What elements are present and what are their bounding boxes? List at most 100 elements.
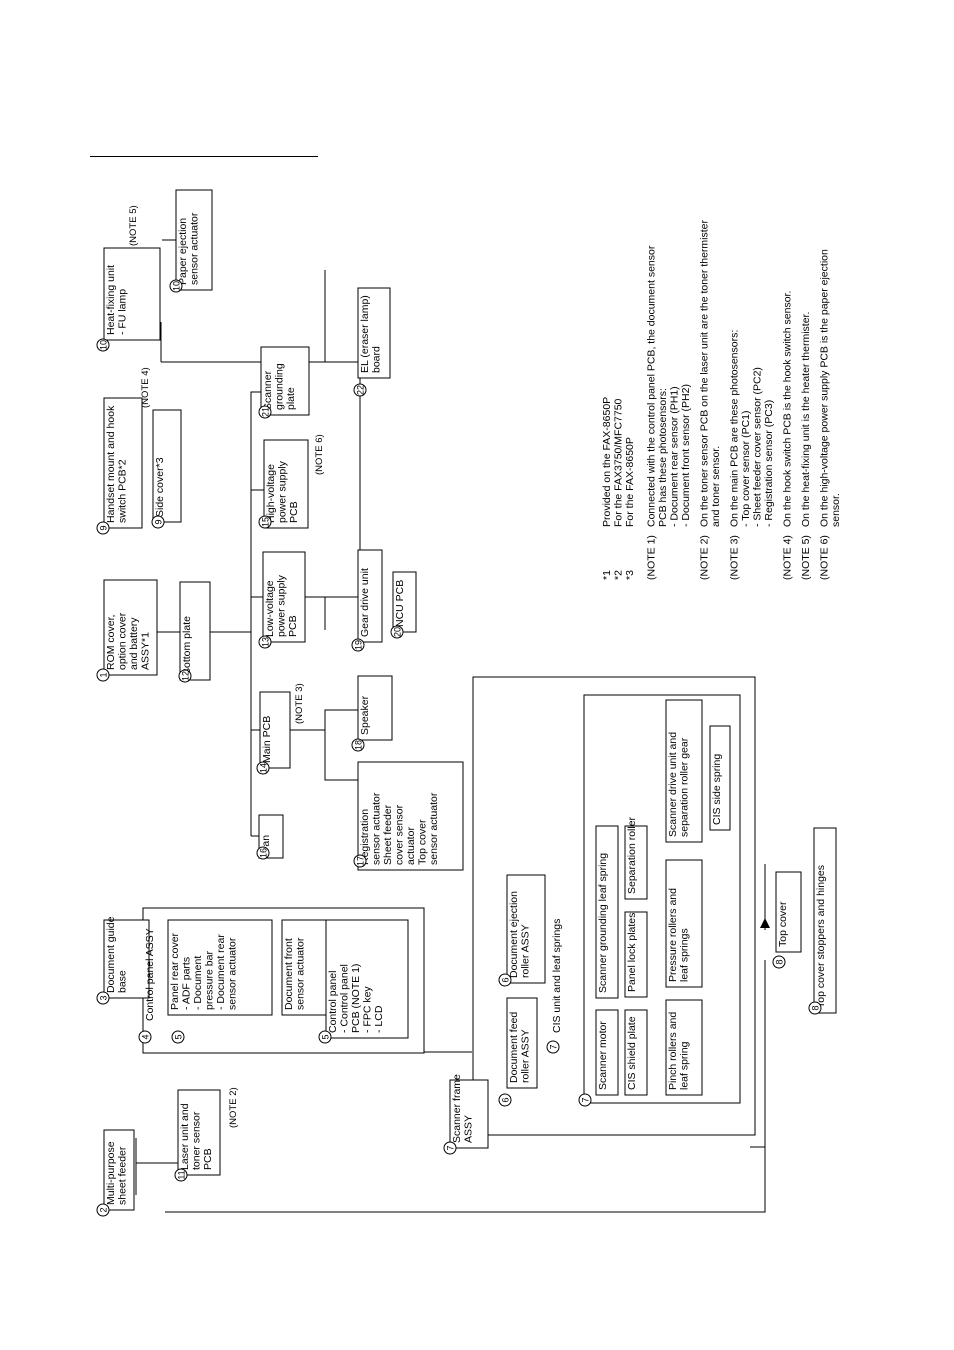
part-number: 1 xyxy=(99,672,109,677)
part-label-line: Document feed xyxy=(508,1012,520,1083)
part-label-line: PCB xyxy=(288,501,300,523)
part-label-line: EL (eraser lamp) xyxy=(359,295,371,373)
part-label-line: pressure bar xyxy=(204,951,216,1010)
part-number: 7 xyxy=(446,1145,456,1150)
part-number-badge: 7 xyxy=(578,1093,592,1107)
part-number-badge: 8 xyxy=(808,1001,822,1015)
part-number: 12 xyxy=(181,671,191,681)
note-label-n5: (NOTE 5) xyxy=(128,205,139,246)
part-label-line: - LCD xyxy=(373,1005,385,1033)
part-label-line: ROM cover, xyxy=(105,615,117,670)
part-label-line: PCB (NOTE 1) xyxy=(350,964,362,1033)
part-box xyxy=(665,699,703,843)
part-box xyxy=(167,919,273,1016)
part-number: 5 xyxy=(174,1034,184,1039)
part-label-line: Document front xyxy=(283,938,295,1010)
part-number-badge: 6 xyxy=(498,973,512,987)
part-label-line: Control panel xyxy=(327,971,339,1033)
note-label-n2: (NOTE 2) xyxy=(228,1087,239,1128)
part-label-line: - FU lamp xyxy=(117,289,129,335)
footnote-text: On the heat-fixing unit is the heater th… xyxy=(800,312,812,527)
part-number: 17 xyxy=(356,856,366,866)
part-box xyxy=(175,189,213,291)
line-low-stub xyxy=(305,596,326,630)
part-label-line: Multi-purpose xyxy=(105,1141,117,1205)
part-number: 9 xyxy=(154,519,164,524)
part-label-line: leaf springs xyxy=(679,928,691,982)
part-box xyxy=(262,551,306,643)
part-label-line: option cover xyxy=(117,612,129,670)
part-label-line: - Document rear xyxy=(215,934,227,1010)
part-label-line: - Control panel xyxy=(339,964,351,1033)
part-box xyxy=(624,911,648,998)
part-number-badge: 10 xyxy=(96,338,110,352)
part-number-badge: 15 xyxy=(258,515,272,529)
part-label-line: sensor actuator xyxy=(371,792,383,865)
part-number: 2 xyxy=(99,1207,109,1212)
part-number: 15 xyxy=(261,517,271,527)
part-label-line: Document ejection xyxy=(508,891,520,978)
part-label-line: toner sensor xyxy=(191,1111,203,1170)
part-label-line: cover sensor xyxy=(394,804,406,865)
part-box xyxy=(103,579,158,676)
part-box xyxy=(357,761,464,871)
part-box xyxy=(665,859,703,988)
part-number-badge: 3 xyxy=(96,991,110,1005)
part-number-badge: 1 xyxy=(96,668,110,682)
part-label-line: power supply xyxy=(276,574,288,637)
part-number-badge: 9 xyxy=(151,515,165,529)
part-number-badge: 7 xyxy=(443,1141,457,1155)
part-number-badge: 11 xyxy=(174,1168,188,1182)
part-box xyxy=(392,571,417,633)
part-box xyxy=(813,827,837,1014)
part-label-line: power supply xyxy=(277,460,289,523)
part-label-line: sensor actuator xyxy=(227,937,239,1010)
part-number: 18 xyxy=(354,740,364,750)
part-label-line: High-voltage xyxy=(265,464,277,523)
part-label-line: leaf spring xyxy=(679,1041,691,1090)
part-label-line: Pressure rollers and xyxy=(667,888,679,982)
part-number: 11 xyxy=(177,1170,187,1179)
part-number-badge: 14 xyxy=(256,761,270,775)
part-label-line: PCB xyxy=(202,1148,214,1170)
part-box xyxy=(357,287,391,379)
part-p9b: Side cover*39 xyxy=(151,409,182,529)
part-box xyxy=(103,397,143,529)
part-number: 6 xyxy=(501,977,511,982)
part-box xyxy=(260,346,310,416)
part-box xyxy=(103,919,150,999)
footnote-text: - Document front sensor (PH2) xyxy=(680,384,692,527)
footnote-text: On the main PCB are these photosensors: xyxy=(729,330,741,527)
part-box xyxy=(624,825,648,900)
part-label-line: switch PCB*2 xyxy=(117,459,129,523)
part-box xyxy=(709,725,731,831)
line-bottom-fan xyxy=(210,631,252,836)
part-label-line: Pinch rollers and xyxy=(667,1012,679,1090)
part-label-line: sensor actuator xyxy=(295,937,307,1010)
part-box xyxy=(357,549,383,643)
part-number-badge: 22 xyxy=(353,383,367,397)
part-label-line: Top cover xyxy=(417,819,429,865)
part-label-line: Scanner grounding leaf spring xyxy=(597,853,609,993)
footnote-text: - Sheet feeder cover sensor (PC2) xyxy=(752,367,764,527)
part-number: 10 xyxy=(99,340,109,350)
footnote-key: (NOTE 1) xyxy=(646,535,658,580)
part-label-line: Sheet feeder xyxy=(382,804,394,865)
line-to-grounding xyxy=(250,391,261,632)
part-number: 20 xyxy=(393,627,403,637)
footnote-key: (NOTE 5) xyxy=(800,535,812,580)
footnote-text: PCB has these photosensors: xyxy=(657,388,669,527)
part-number: 5 xyxy=(321,1034,331,1039)
